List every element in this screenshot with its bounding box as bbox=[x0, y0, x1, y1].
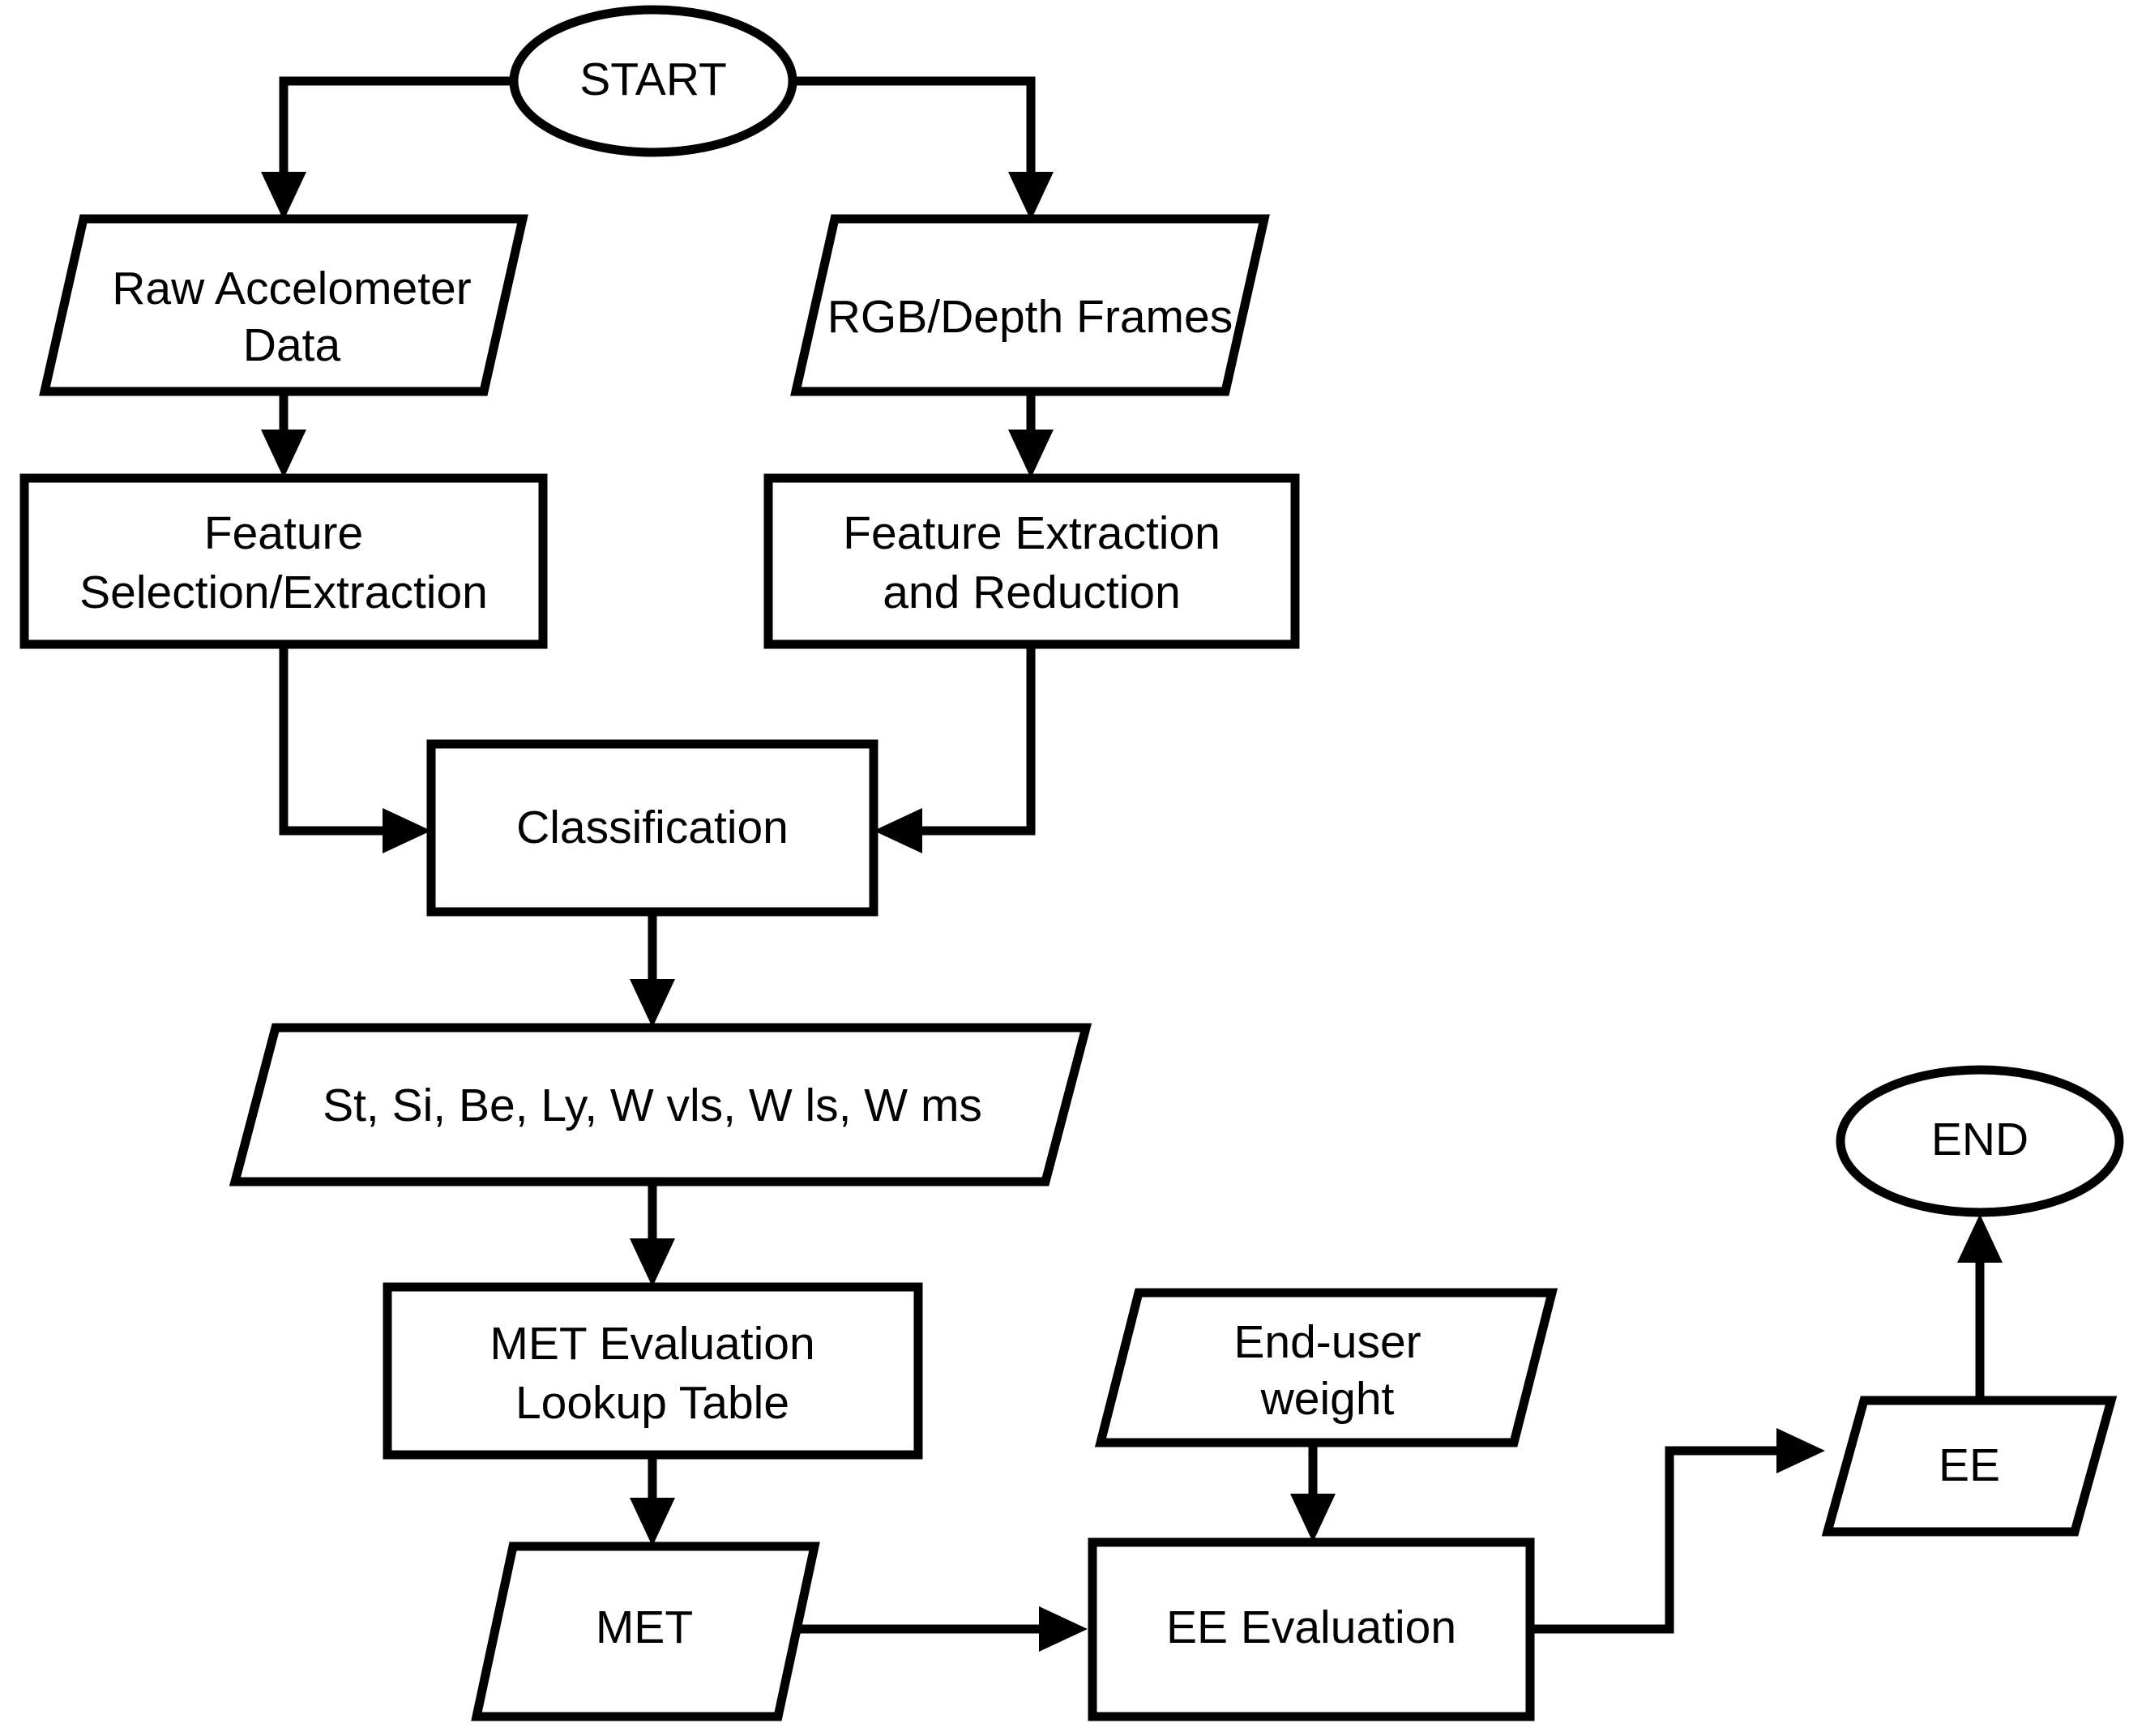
edge-met-to-ee-evaluation bbox=[778, 1606, 1088, 1652]
feature-extraction-label-line1: Feature Extraction bbox=[843, 507, 1220, 559]
met-parallelogram bbox=[471, 1541, 820, 1721]
node-activity-classes[interactable]: St, Si, Be, Ly, W vls, W ls, W ms bbox=[229, 1023, 1092, 1187]
edge-ee-to-end bbox=[1957, 1214, 2003, 1406]
arrow-head-icon bbox=[1039, 1606, 1088, 1652]
arrow-head-icon bbox=[630, 979, 675, 1028]
arrow-head-icon bbox=[383, 808, 431, 853]
edge-met-lookup-to-met bbox=[630, 1455, 675, 1546]
arrow-head-icon bbox=[630, 1238, 675, 1287]
raw-accelerometer-label-line1: Raw Accelometer bbox=[112, 263, 472, 314]
edge-start-to-rgb-depth bbox=[793, 76, 1054, 220]
ee-parallelogram bbox=[1821, 1396, 2118, 1537]
end-label: END bbox=[1931, 1114, 2028, 1165]
ee-label: EE bbox=[1939, 1439, 2000, 1491]
node-feature-extraction-reduction[interactable]: Feature Extraction and Reduction bbox=[763, 473, 1300, 649]
edge-rgb-depth-to-feature-extraction bbox=[1008, 395, 1054, 478]
arrow-head-icon bbox=[1008, 430, 1054, 478]
rgb-depth-parallelogram bbox=[790, 214, 1270, 396]
edge-activities-to-met-lookup bbox=[630, 1183, 675, 1287]
edge-ee-evaluation-to-ee bbox=[1530, 1428, 1825, 1634]
feature-extraction-label-line2: and Reduction bbox=[883, 567, 1181, 618]
arrow-head-icon bbox=[1290, 1494, 1336, 1542]
node-met[interactable]: MET bbox=[471, 1541, 820, 1721]
ee-evaluation-rect bbox=[1088, 1537, 1535, 1721]
classification-rect bbox=[426, 739, 878, 917]
edge-start-to-raw-accelerometer bbox=[261, 76, 515, 220]
edge-classification-to-activities bbox=[630, 912, 675, 1028]
node-ee[interactable]: EE bbox=[1821, 1396, 2118, 1537]
rgb-depth-label: RGB/Depth Frames bbox=[827, 291, 1233, 343]
edge-feature-selection-to-classification bbox=[279, 644, 431, 853]
feature-extraction-rect bbox=[763, 473, 1300, 649]
node-end-user-weight[interactable]: End-user weight bbox=[1094, 1288, 1558, 1447]
node-classification[interactable]: Classification bbox=[426, 739, 878, 917]
feature-selection-label-line2: Selection/Extraction bbox=[79, 567, 488, 618]
node-start[interactable]: START bbox=[509, 5, 797, 157]
met-lookup-label-line2: Lookup Table bbox=[515, 1377, 789, 1429]
node-rgb-depth-frames[interactable]: RGB/Depth Frames bbox=[790, 214, 1270, 396]
end-ellipse bbox=[1836, 1065, 2124, 1217]
arrow-head-icon bbox=[1957, 1214, 2003, 1263]
node-end[interactable]: END bbox=[1836, 1065, 2124, 1217]
end-user-weight-label-line2: weight bbox=[1260, 1373, 1395, 1425]
end-user-weight-label-line1: End-user bbox=[1233, 1316, 1421, 1368]
met-label: MET bbox=[596, 1601, 693, 1653]
end-user-weight-parallelogram bbox=[1094, 1288, 1558, 1447]
node-feature-selection-extraction[interactable]: Feature Selection/Extraction bbox=[19, 473, 548, 649]
start-ellipse bbox=[509, 5, 797, 157]
feature-selection-label-line1: Feature bbox=[204, 507, 363, 559]
feature-selection-rect bbox=[19, 473, 548, 649]
activities-parallelogram bbox=[229, 1023, 1092, 1187]
node-raw-accelerometer-data[interactable]: Raw Accelometer Data bbox=[39, 214, 528, 396]
classification-label: Classification bbox=[516, 802, 789, 853]
edge-raw-accelerometer-to-feature-selection bbox=[261, 395, 306, 478]
arrow-head-icon bbox=[261, 172, 306, 220]
start-label: START bbox=[579, 53, 727, 105]
arrow-head-icon bbox=[261, 430, 306, 478]
edge-feature-extraction-to-classification bbox=[874, 644, 1036, 853]
raw-accelerometer-parallelogram bbox=[39, 214, 528, 396]
arrow-head-icon bbox=[630, 1498, 675, 1546]
ee-evaluation-label: EE Evaluation bbox=[1166, 1601, 1456, 1653]
arrow-head-icon bbox=[874, 808, 922, 853]
raw-accelerometer-label-line2: Data bbox=[243, 319, 341, 371]
met-lookup-label-line1: MET Evaluation bbox=[489, 1318, 814, 1370]
arrow-head-icon bbox=[1776, 1428, 1825, 1473]
edge-end-user-weight-to-ee-evaluation bbox=[1290, 1443, 1336, 1542]
node-ee-evaluation[interactable]: EE Evaluation bbox=[1088, 1537, 1535, 1721]
met-lookup-rect bbox=[383, 1282, 923, 1460]
activities-label: St, Si, Be, Ly, W vls, W ls, W ms bbox=[323, 1080, 982, 1131]
arrow-head-icon bbox=[1008, 172, 1054, 220]
node-met-evaluation-lookup-table[interactable]: MET Evaluation Lookup Table bbox=[383, 1282, 923, 1460]
